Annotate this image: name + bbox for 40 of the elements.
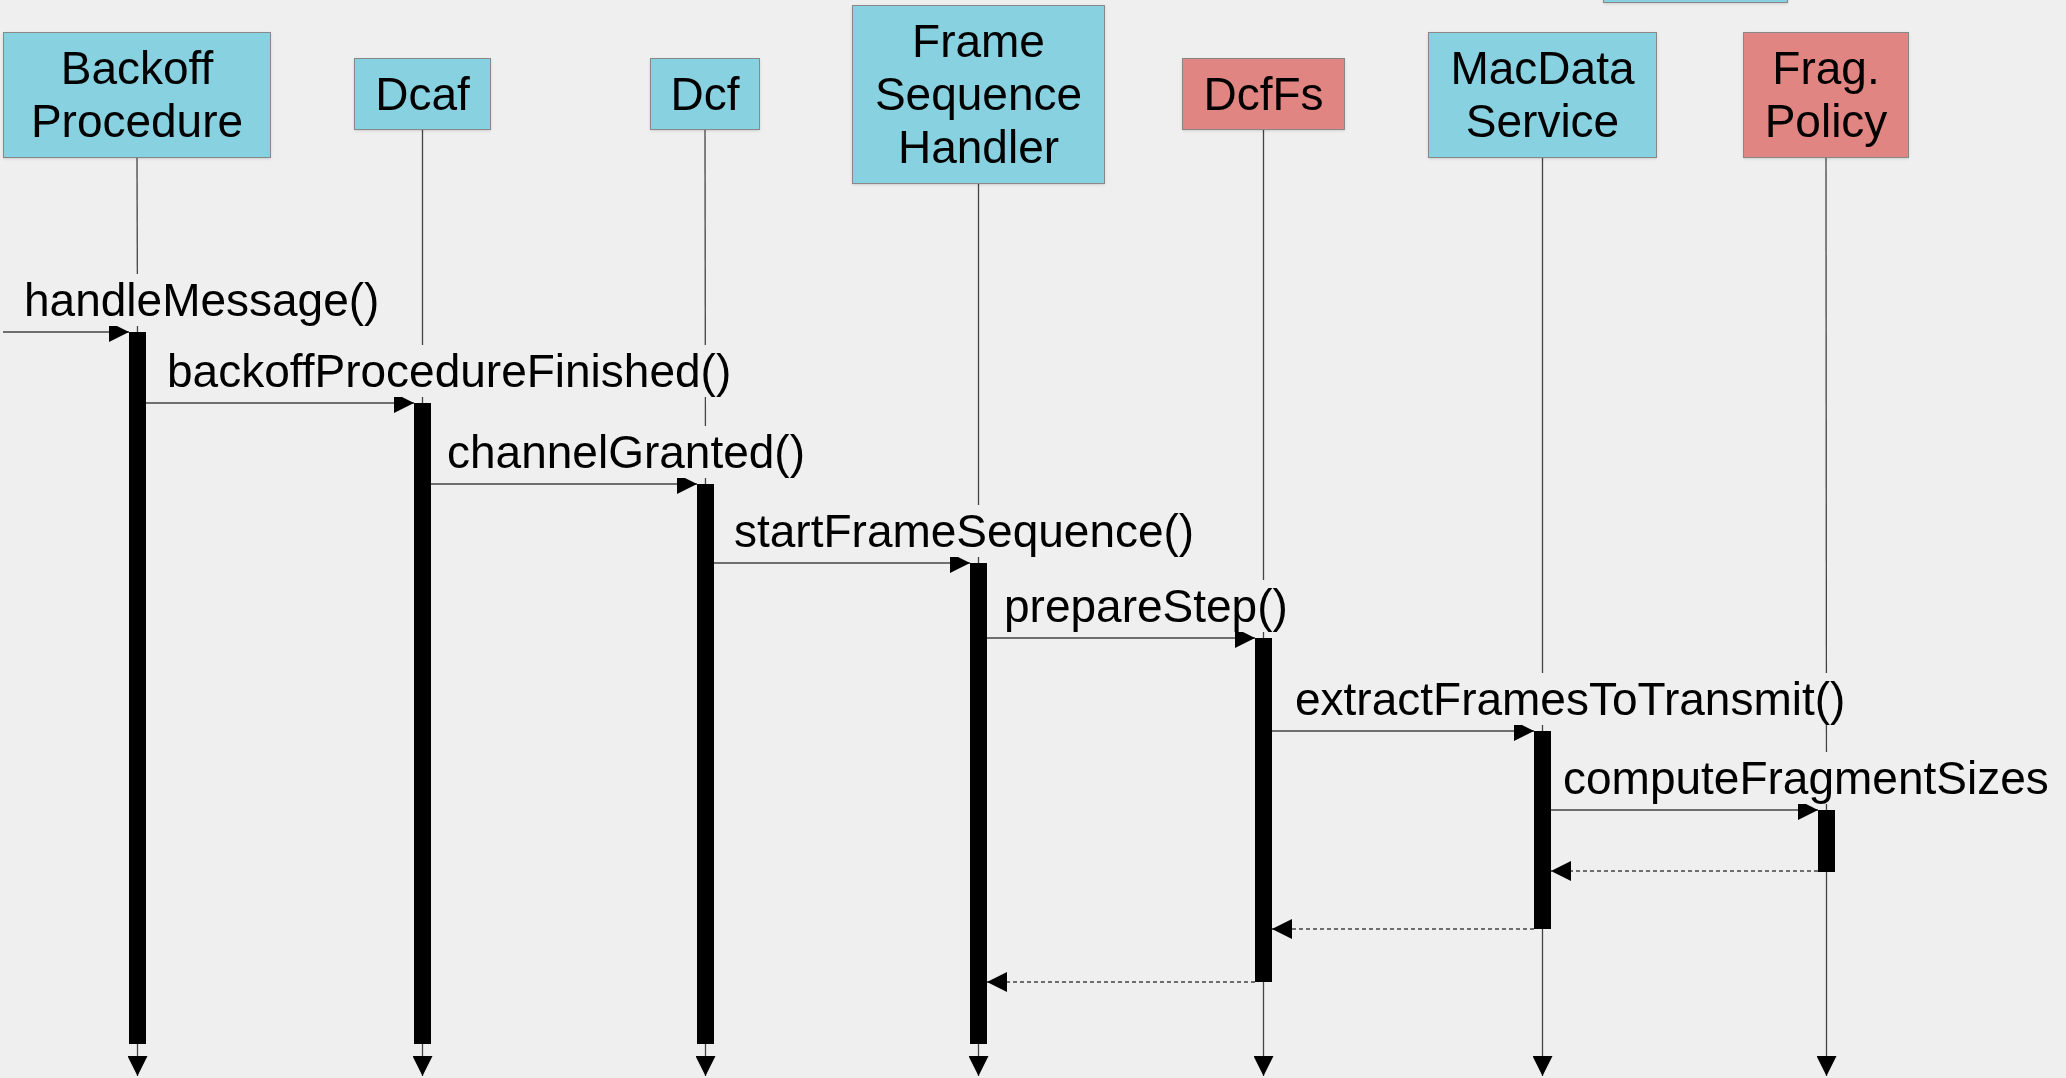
participant-name: DcfFs xyxy=(1203,67,1324,121)
activation-bar xyxy=(414,403,431,1044)
participant-name: Frame Sequence Handler xyxy=(873,15,1084,174)
message-label: handleMessage() xyxy=(24,274,380,326)
lifeline-header xyxy=(1428,32,1657,158)
participant-name: Backoff Procedure xyxy=(29,42,245,148)
lifeline xyxy=(968,1043,989,1077)
activation-bar xyxy=(1534,731,1551,929)
return-arrow xyxy=(1550,861,1819,881)
message-label: computeFragmentSizes xyxy=(1563,752,2049,804)
lifeline-header xyxy=(852,5,1105,184)
participant-name: Dcf xyxy=(670,67,740,121)
lifeline xyxy=(127,1043,148,1077)
lifeline xyxy=(695,1043,716,1077)
activation-bar xyxy=(1818,810,1835,872)
lifeline xyxy=(1541,157,1544,732)
activation-bar xyxy=(1255,638,1272,982)
lifeline xyxy=(1816,871,1837,1077)
lifeline-header xyxy=(354,58,491,130)
participant-name: Dcaf xyxy=(375,67,470,121)
activation-bar xyxy=(697,484,714,1044)
lifeline xyxy=(412,1043,433,1077)
lifeline-header xyxy=(3,32,271,158)
activation-bar xyxy=(129,332,146,1044)
return-arrow xyxy=(1271,919,1535,939)
message-label: prepareStep() xyxy=(1004,580,1288,632)
message-label: startFrameSequence() xyxy=(734,505,1195,557)
message-label: backoffProcedureFinished() xyxy=(167,345,732,397)
lifeline-header xyxy=(650,58,760,130)
message-label: channelGranted() xyxy=(447,426,805,478)
activation-bar xyxy=(970,563,987,1044)
lifeline xyxy=(1262,129,1265,639)
lifeline xyxy=(1532,928,1553,1077)
participant-name: MacData Service xyxy=(1449,42,1636,148)
message-label: extractFramesToTransmit() xyxy=(1295,673,1846,725)
return-arrow xyxy=(986,972,1256,992)
lifeline xyxy=(1253,981,1274,1077)
lifeline-header xyxy=(1182,58,1345,130)
participant-name: Frag. Policy xyxy=(1763,42,1889,148)
lifeline-header xyxy=(1743,32,1909,158)
